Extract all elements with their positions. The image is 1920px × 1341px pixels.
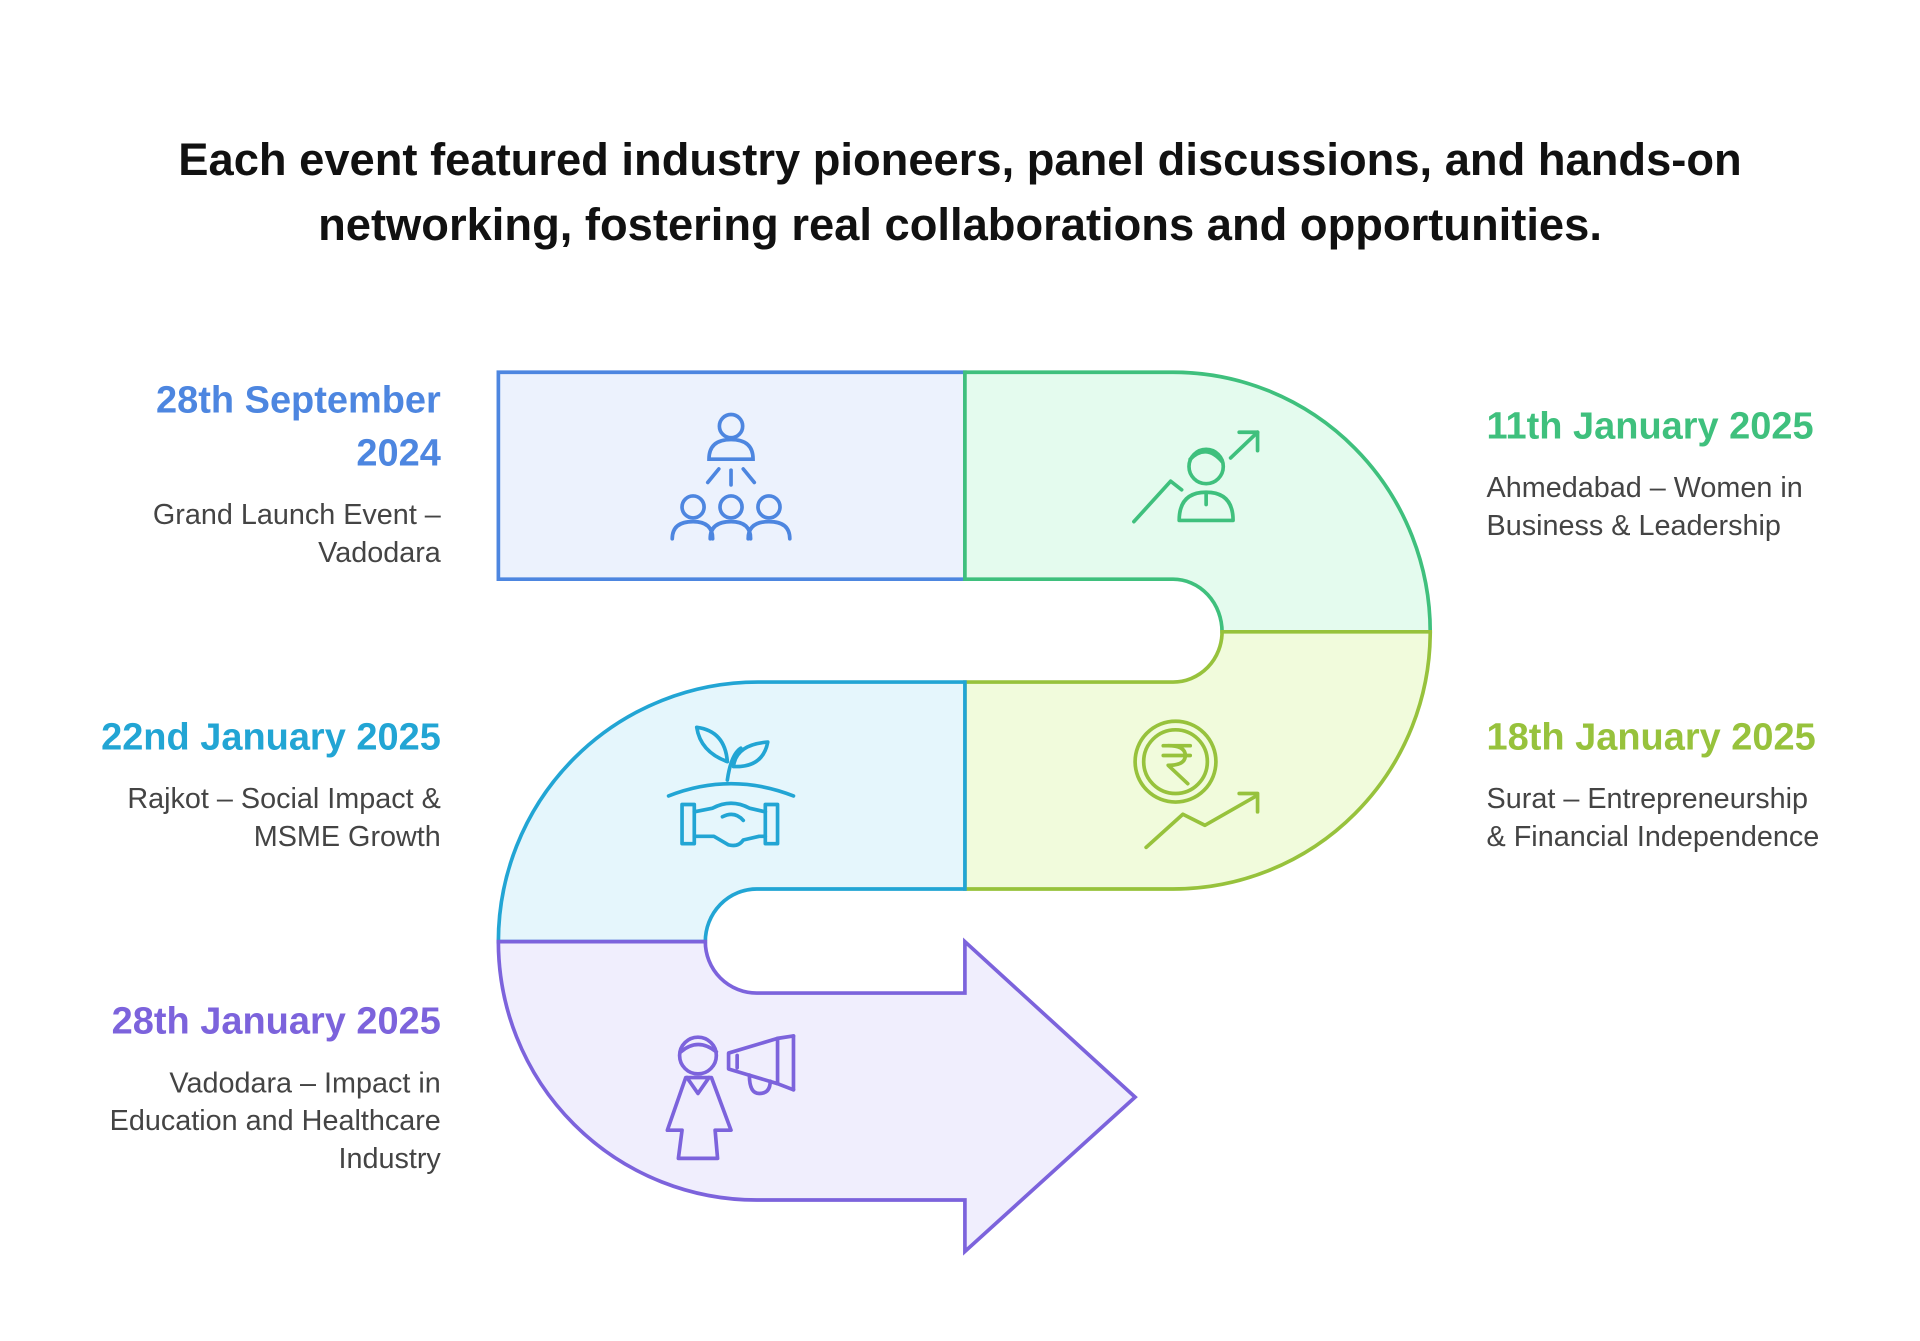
handshake-plant-icon — [666, 725, 796, 848]
event-3-desc-line-1: Surat – Entrepreneurship — [1486, 782, 1809, 815]
event-3-label: 18th January 2025 Surat – Entrepreneursh… — [1487, 710, 1891, 856]
event-1-date-line-2: 2024 — [356, 431, 441, 474]
event-3-description: Surat – Entrepreneurship & Financial Ind… — [1487, 780, 1891, 856]
event-4-date: 22nd January 2025 — [37, 710, 441, 763]
event-4-description: Rajkot – Social Impact & MSME Growth — [37, 780, 441, 856]
event-1-desc-line-2: Vadodara — [318, 536, 441, 569]
event-5-date: 28th January 2025 — [37, 994, 441, 1047]
event-2-description: Ahmedabad – Women in Business & Leadersh… — [1487, 469, 1891, 545]
segment-2-shape — [963, 370, 1433, 634]
woman-megaphone-icon — [665, 1034, 796, 1161]
event-2-desc-line-1: Ahmedabad – Women in — [1486, 471, 1803, 504]
rupee-growth-icon — [1133, 719, 1260, 850]
event-5-desc-line-3: Industry — [338, 1142, 441, 1175]
event-1-date-line-1: 28th September — [156, 378, 441, 422]
event-2-desc-line-2: Business & Leadership — [1486, 509, 1781, 542]
event-3-desc-line-2: & Financial Independence — [1486, 820, 1820, 853]
title-line-2: networking, fostering real collaboration… — [318, 199, 1602, 250]
event-2-date: 11th January 2025 — [1487, 399, 1891, 452]
title-line-1: Each event featured industry pioneers, p… — [178, 134, 1742, 185]
event-4-label: 22nd January 2025 Rajkot – Social Impact… — [37, 710, 441, 856]
event-1-desc-line-1: Grand Launch Event – — [152, 498, 441, 531]
segment-5-shape — [496, 937, 1138, 1256]
event-1-description: Grand Launch Event – Vadodara — [37, 496, 441, 572]
page-title: Each event featured industry pioneers, p… — [49, 127, 1871, 257]
event-5-desc-line-1: Vadodara – Impact in — [169, 1066, 441, 1099]
event-2-label: 11th January 2025 Ahmedabad – Women in B… — [1487, 399, 1891, 545]
event-5-date-line-1: 28th January 2025 — [111, 999, 441, 1043]
event-4-desc-line-2: MSME Growth — [253, 820, 441, 853]
event-4-date-line-1: 22nd January 2025 — [101, 715, 441, 758]
team-hierarchy-icon — [670, 412, 792, 541]
event-3-date-line-1: 18th January 2025 — [1486, 715, 1816, 758]
event-2-date-line-1: 11th January 2025 — [1486, 404, 1814, 447]
segment-4-shape — [496, 680, 967, 944]
event-3-date: 18th January 2025 — [1487, 710, 1891, 763]
segment-3-shape — [963, 630, 1433, 891]
event-5-description: Vadodara – Impact in Education and Healt… — [37, 1064, 441, 1178]
event-1-date: 28th September 2024 — [37, 373, 441, 478]
woman-growth-icon — [1132, 430, 1260, 524]
event-5-label: 28th January 2025 Vadodara – Impact in E… — [37, 994, 441, 1178]
event-1-label: 28th September 2024 Grand Launch Event –… — [37, 373, 441, 571]
event-4-desc-line-1: Rajkot – Social Impact & — [127, 782, 441, 815]
event-5-desc-line-2: Education and Healthcare — [109, 1104, 441, 1137]
